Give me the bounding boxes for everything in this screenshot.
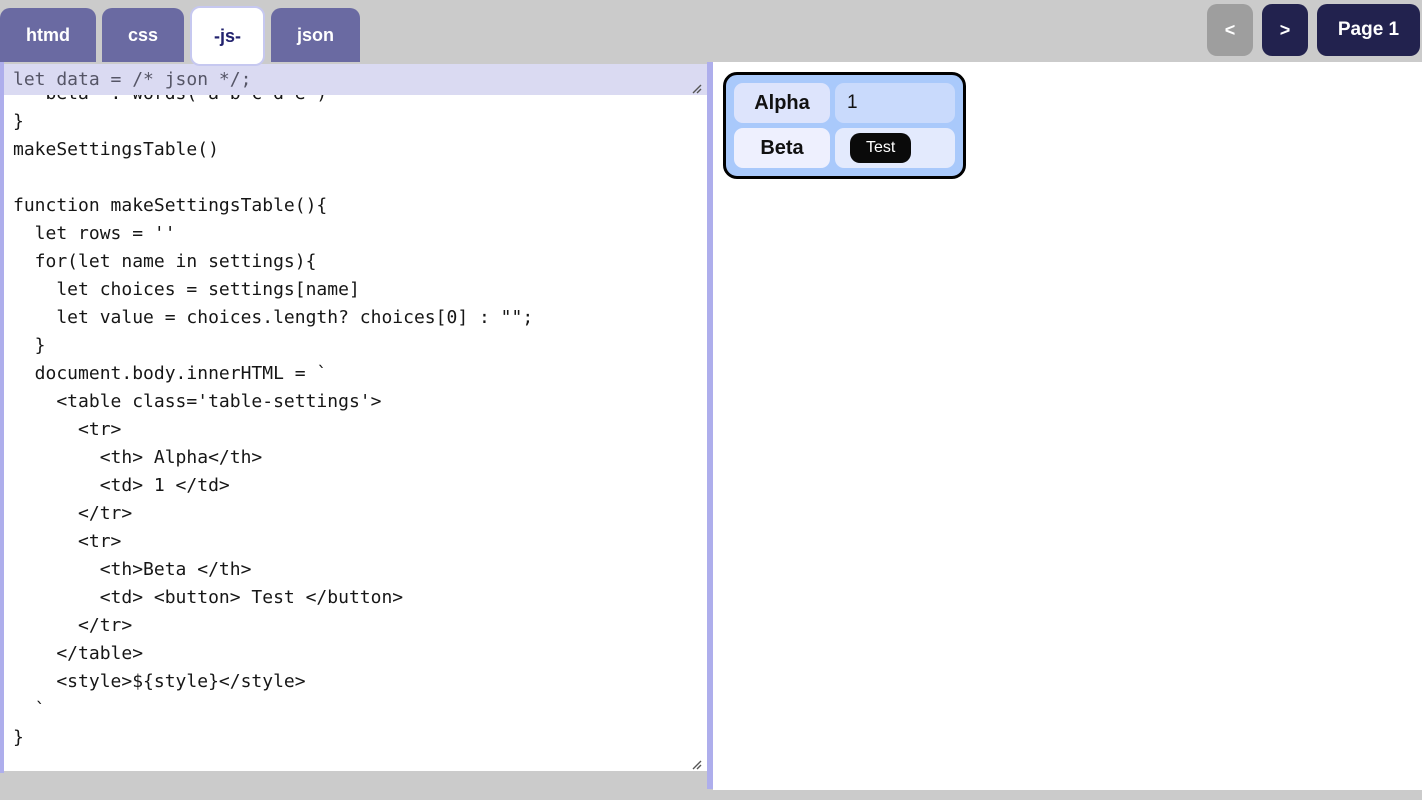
- resize-handle-icon[interactable]: [691, 81, 702, 94]
- editor-pane: let data = /* json */; 'beta' : words('a…: [0, 62, 707, 773]
- table-row: Beta Test: [734, 128, 955, 168]
- json-data-textarea[interactable]: let data = /* json */;: [4, 64, 707, 95]
- test-button[interactable]: Test: [850, 133, 912, 163]
- settings-table: Alpha 1 Beta Test: [723, 72, 966, 179]
- tab-htmd[interactable]: htmd: [0, 8, 96, 62]
- js-code-text: 'beta' : words('a b c d e') } makeSettin…: [13, 95, 534, 748]
- next-page-button[interactable]: >: [1262, 4, 1308, 56]
- table-row: Alpha 1: [734, 83, 955, 123]
- json-data-text: let data = /* json */;: [13, 69, 252, 90]
- page-indicator-button[interactable]: Page 1: [1317, 4, 1420, 56]
- tab-json[interactable]: json: [271, 8, 361, 62]
- tab-css[interactable]: css: [102, 8, 185, 62]
- preview-pane: Alpha 1 Beta Test: [713, 62, 1422, 790]
- js-code-textarea[interactable]: 'beta' : words('a b c d e') } makeSettin…: [4, 95, 707, 771]
- tab-js[interactable]: -js-: [190, 6, 266, 66]
- setting-name-beta: Beta: [734, 128, 830, 168]
- prev-page-button[interactable]: <: [1207, 4, 1253, 56]
- setting-name-alpha: Alpha: [734, 83, 830, 123]
- setting-value-beta: Test: [835, 128, 955, 168]
- pane-divider: [707, 62, 713, 789]
- top-bar: htmd css -js- json < > Page 1: [0, 0, 1422, 66]
- page-nav: < > Page 1: [1207, 4, 1420, 56]
- resize-handle-icon[interactable]: [691, 757, 702, 770]
- setting-value-alpha: 1: [835, 83, 955, 123]
- tab-bar: htmd css -js- json: [0, 6, 361, 66]
